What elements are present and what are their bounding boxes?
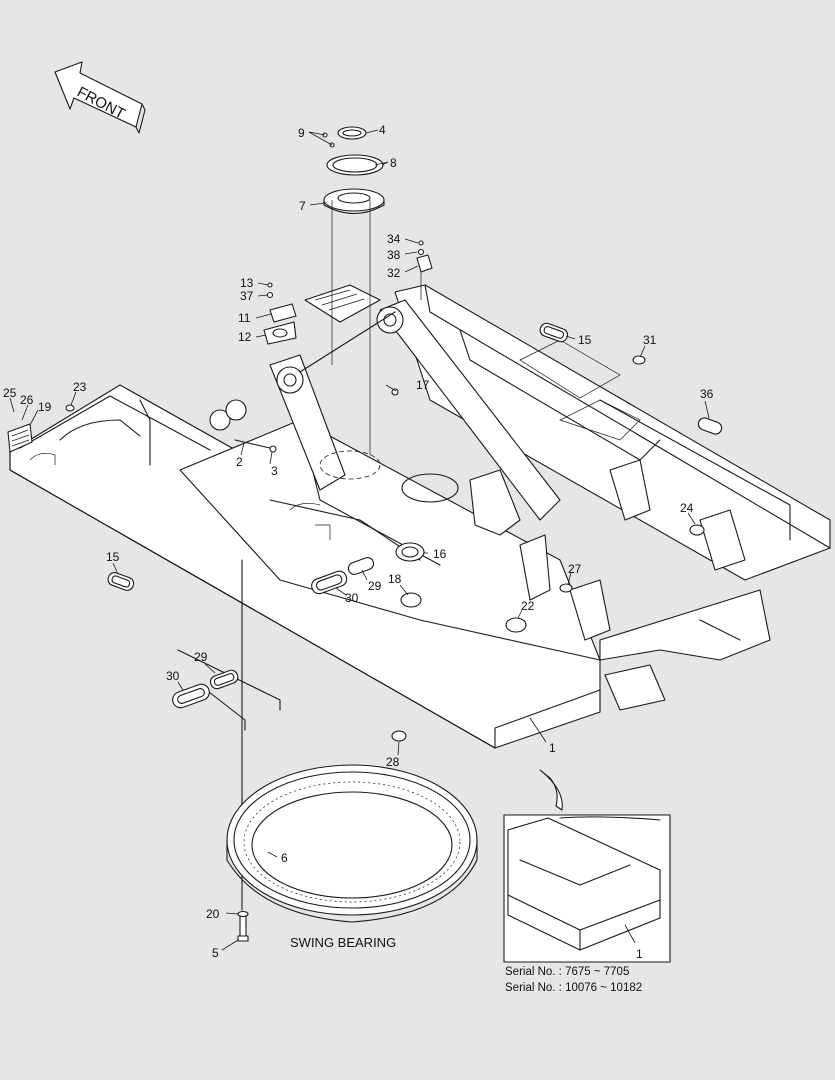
callout-3: 3 xyxy=(271,464,278,478)
callout-11: 11 xyxy=(238,311,251,325)
swivel-cover-parts xyxy=(322,126,385,455)
callout-31: 31 xyxy=(643,333,657,347)
callout-36: 36 xyxy=(700,387,714,401)
callout-30-deck: 30 xyxy=(345,591,359,605)
swing-bearing-label: SWING BEARING xyxy=(290,935,396,950)
serial-range-1: Serial No. : 7675 ~ 7705 xyxy=(505,966,629,978)
detail-inset xyxy=(503,769,671,963)
callout-7: 7 xyxy=(299,199,306,213)
callout-32: 32 xyxy=(387,266,401,280)
callout-18: 18 xyxy=(388,572,402,586)
seal-parts xyxy=(7,322,723,742)
callout-15-top: 15 xyxy=(578,333,592,347)
serial-range-2: Serial No. : 10076 ~ 10182 xyxy=(505,982,642,994)
callout-6: 6 xyxy=(281,851,288,865)
callout-17: 17 xyxy=(416,378,430,392)
swing-bearing xyxy=(226,764,478,942)
callout-38: 38 xyxy=(387,248,401,262)
callout-8: 8 xyxy=(390,156,397,170)
callout-labels: 9 4 8 7 34 38 32 13 37 11 12 15 31 17 36… xyxy=(3,123,714,961)
callout-34: 34 xyxy=(387,232,401,246)
callout-27: 27 xyxy=(568,562,582,576)
leader-lines xyxy=(9,129,710,951)
callout-16: 16 xyxy=(433,547,447,561)
callout-25: 25 xyxy=(3,386,17,400)
callout-2: 2 xyxy=(236,455,243,469)
callout-5: 5 xyxy=(212,946,219,960)
callout-19: 19 xyxy=(38,400,52,414)
plate-parts xyxy=(263,240,433,345)
callout-9: 9 xyxy=(298,126,305,140)
callout-24: 24 xyxy=(680,501,694,515)
callout-22: 22 xyxy=(521,599,535,613)
callout-15-left: 15 xyxy=(106,550,120,564)
front-arrow: FRONT xyxy=(54,61,146,134)
callout-26: 26 xyxy=(20,393,34,407)
callout-20: 20 xyxy=(206,907,220,921)
callout-23: 23 xyxy=(73,380,87,394)
callout-1-inset: 1 xyxy=(636,947,643,961)
callout-29-loose: 29 xyxy=(194,650,208,664)
callout-1: 1 xyxy=(549,741,556,755)
callout-4: 4 xyxy=(379,123,386,137)
callout-28: 28 xyxy=(386,755,400,769)
callout-13: 13 xyxy=(240,276,254,290)
callout-37: 37 xyxy=(240,289,254,303)
callout-12: 12 xyxy=(238,330,252,344)
callout-30-loose: 30 xyxy=(166,669,180,683)
callout-29-deck: 29 xyxy=(368,579,382,593)
